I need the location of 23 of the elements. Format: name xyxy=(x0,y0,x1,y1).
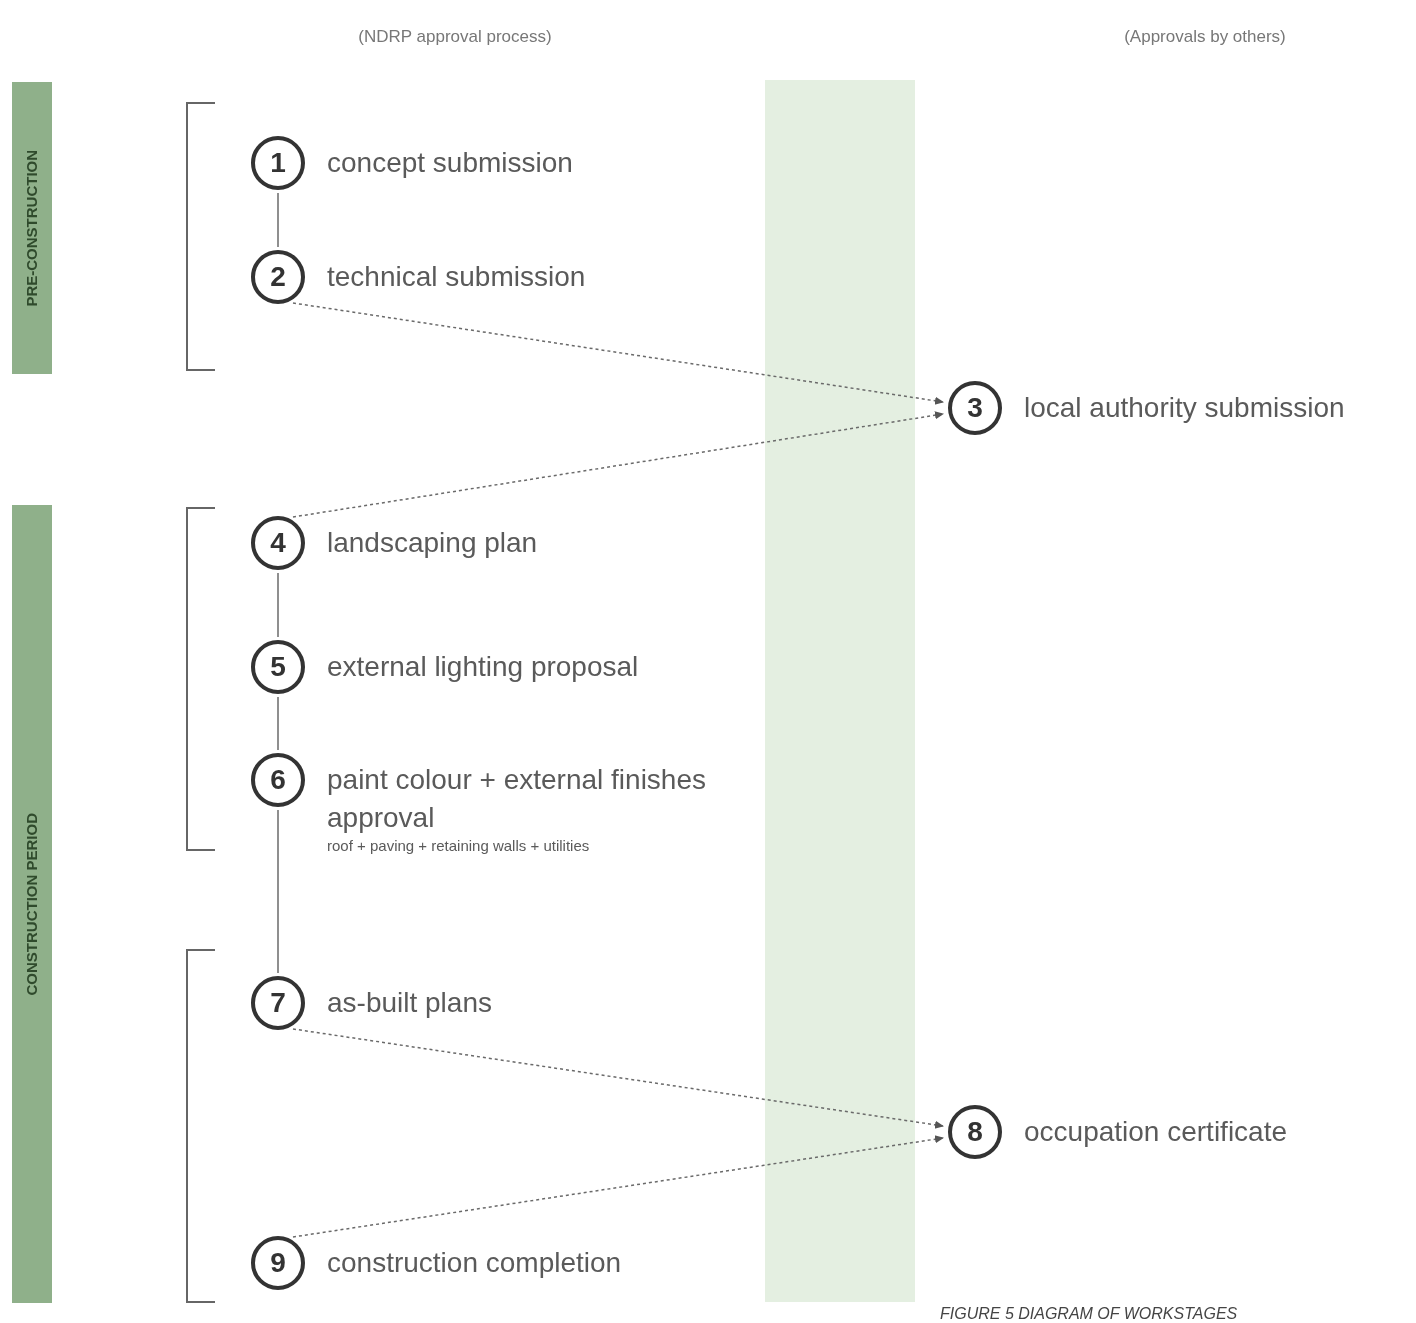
connector-line xyxy=(277,696,279,751)
step-title: construction completion xyxy=(327,1246,622,1280)
column-heading: (Approvals by others) xyxy=(1123,26,1287,48)
connector-line xyxy=(277,572,279,638)
step-title: paint colour + external finishes approval xyxy=(327,763,707,835)
connector-line xyxy=(292,411,944,518)
stage-label: CONSTRUCTION PERIOD xyxy=(21,812,41,996)
connector-line xyxy=(277,192,279,248)
step-title: concept submission xyxy=(327,146,573,180)
column-heading: (NDRP approval process) xyxy=(357,26,553,48)
figure-caption: FIGURE 5 DIAGRAM OF WORKSTAGES xyxy=(940,1304,1238,1323)
step-title: occupation certificate xyxy=(1024,1115,1288,1149)
step-title: as-built plans xyxy=(327,986,492,1020)
step-title: external lighting proposal xyxy=(327,650,639,684)
stage-band xyxy=(12,82,52,374)
connector-line xyxy=(277,809,279,974)
connector-line xyxy=(292,1135,944,1238)
step-title: technical submission xyxy=(327,260,586,294)
step-detail: roof + paving + retaining walls + utilities xyxy=(327,837,591,855)
step-title: local authority submission xyxy=(1024,391,1345,425)
step-title: landscaping plan xyxy=(327,526,538,560)
stage-band xyxy=(12,505,52,1303)
stage-label: PRE-CONSTRUCTION xyxy=(21,149,41,307)
